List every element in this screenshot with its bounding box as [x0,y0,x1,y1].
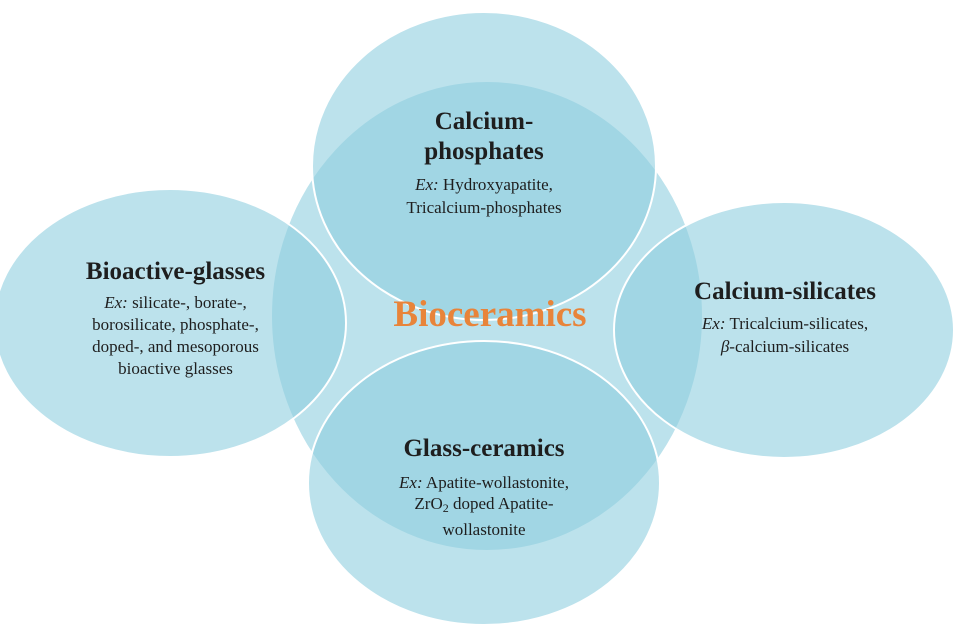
calcium-silicates-block: Calcium-silicates Ex: Tricalcium-silicat… [640,277,930,358]
ex-line-1: silicate-, borate-, [132,293,247,312]
glass-ceramics-examples: Ex: Apatite-wollastonite, ZrO2 doped Apa… [344,472,624,540]
ex-prefix: Ex: [104,293,128,312]
ex-line-2: borosilicate, phosphate-, [92,315,259,334]
calcium-silicates-title: Calcium-silicates [694,278,876,305]
ex-line-1: Apatite-wollastonite, [425,473,569,492]
ex-line-2: Tricalcium-phosphates [406,198,562,217]
ex-line-1: Hydroxyapatite, [442,175,553,194]
beta-symbol: β [720,337,730,356]
ex-line-3: doped-, and mesoporous [92,337,259,356]
zro2-subscript: 2 [442,501,449,515]
title-line-1: Calcium- [434,108,534,135]
bioceramics-title: Bioceramics [393,294,587,335]
bioactive-glasses-block: Bioactive-glasses Ex: silicate-, borate-… [38,257,313,380]
right-circle [613,201,955,459]
calcium-phosphates-title: Calcium- phosphates [344,107,624,167]
calcium-phosphates-examples: Ex: Hydroxyapatite, Tricalcium-phosphate… [344,173,624,219]
ex-prefix: Ex: [399,473,423,492]
glass-ceramics-block: Glass-ceramics Ex: Apatite-wollastonite,… [344,434,624,540]
top-circle [311,11,657,321]
title-line-2: phosphates [424,138,544,165]
ex-prefix: Ex: [701,314,726,333]
bioactive-glasses-title: Bioactive-glasses [85,258,266,285]
calcium-silicates-examples: Ex: Tricalcium-silicates, β-calcium-sili… [640,312,930,358]
ex-line-2: -calcium-silicates [729,337,850,356]
ex-prefix: Ex: [415,175,439,194]
ex-line-1: Tricalcium-silicates, [729,314,869,333]
ex-line-3: wollastonite [442,520,526,539]
bioactive-glasses-examples: Ex: silicate-, borate-, borosilicate, ph… [38,292,313,380]
zro2-base: ZrO [414,494,443,513]
ex-line-4: bioactive glasses [118,359,233,378]
ex-line-2: doped Apatite- [448,494,554,513]
left-circle [0,188,347,458]
glass-ceramics-title: Glass-ceramics [403,435,565,462]
calcium-phosphates-block: Calcium- phosphates Ex: Hydroxyapatite, … [344,107,624,219]
bottom-circle [307,340,661,626]
